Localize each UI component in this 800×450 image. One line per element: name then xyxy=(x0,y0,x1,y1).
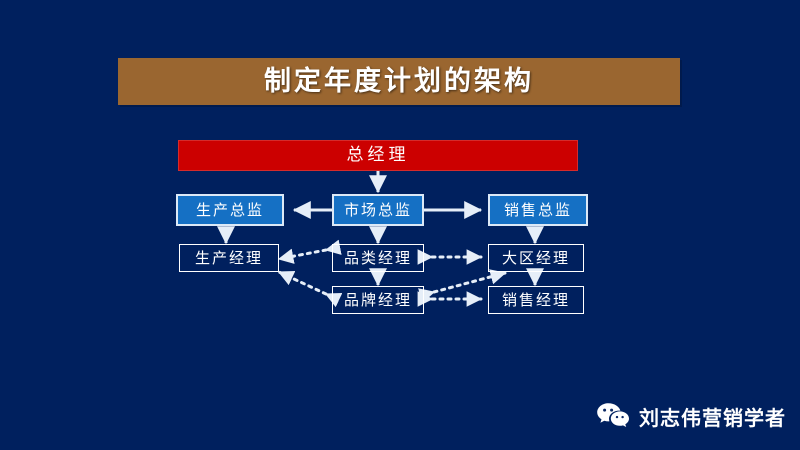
wechat-icon xyxy=(597,403,629,428)
org-node-sales-director-label: 销售总监 xyxy=(503,200,572,219)
footer-brand-name: 刘志伟营销学者 xyxy=(639,405,786,430)
org-node-prod-manager[interactable]: 生产经理 xyxy=(179,244,279,272)
org-node-region-manager-label: 大区经理 xyxy=(501,248,570,267)
org-node-sales-director[interactable]: 销售总监 xyxy=(488,194,588,226)
page-title: 制定年度计划的架构 xyxy=(264,66,534,97)
org-node-prod-director-label: 生产总监 xyxy=(195,200,264,219)
connector-brand-manager-prod-manager-dotted xyxy=(277,270,343,308)
org-node-brand-manager-label: 品牌经理 xyxy=(343,290,412,309)
org-node-mkt-director[interactable]: 市场总监 xyxy=(332,194,424,226)
org-node-brand-manager[interactable]: 品牌经理 xyxy=(332,286,424,314)
org-node-ceo-label: 总经理 xyxy=(346,145,410,165)
org-node-mkt-director-label: 市场总监 xyxy=(343,200,412,219)
connector-cat-manager-prod-manager-dotted xyxy=(277,239,342,264)
org-node-region-manager[interactable]: 大区经理 xyxy=(488,244,584,272)
org-node-sales-manager-label: 销售经理 xyxy=(501,290,570,309)
org-node-cat-manager[interactable]: 品类经理 xyxy=(332,244,424,272)
org-node-prod-director[interactable]: 生产总监 xyxy=(176,194,284,226)
org-node-ceo[interactable]: 总经理 xyxy=(178,140,578,171)
org-node-cat-manager-label: 品类经理 xyxy=(343,248,412,267)
footer-brand: 刘志伟营销学者 xyxy=(596,396,786,436)
org-node-prod-manager-label: 生产经理 xyxy=(194,248,263,267)
slide-title-banner: 制定年度计划的架构 xyxy=(118,58,680,105)
org-node-sales-manager[interactable]: 销售经理 xyxy=(488,286,584,314)
